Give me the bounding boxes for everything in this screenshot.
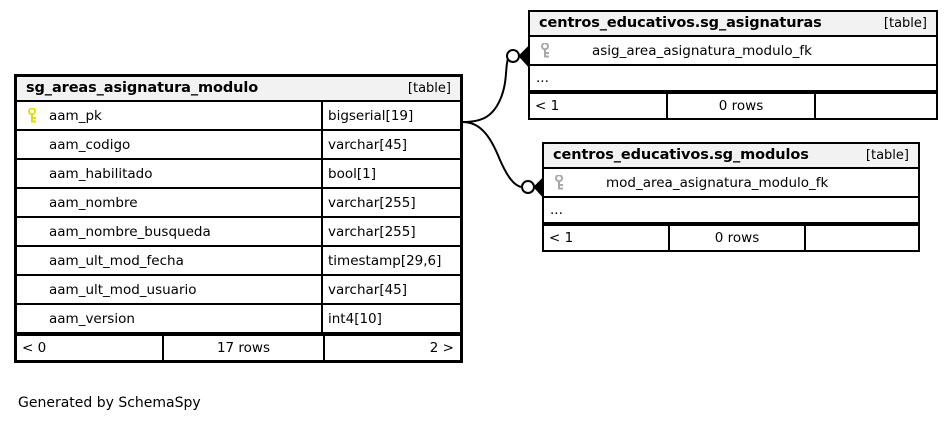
column-type: timestamp[29,6] [321,247,460,274]
column-type: bigserial[19] [321,102,460,129]
table-row[interactable]: aam_nombre varchar[255] [17,189,460,218]
table-sg-areas-asignatura-modulo[interactable]: sg_areas_asignatura_modulo [table] aam_p… [14,74,463,363]
column-name: aam_pk [49,107,102,124]
column-name-cell: aam_nombre [17,189,321,216]
column-name: aam_version [49,310,135,327]
cardinality-zero-marker [521,180,535,194]
table-row[interactable]: aam_ult_mod_usuario varchar[45] [17,276,460,305]
table-row[interactable]: asig_area_asignatura_modulo_fk [530,37,936,66]
table-title: sg_areas_asignatura_modulo [26,80,259,96]
foreign-key-icon [550,174,568,191]
column-name: mod_area_asignatura_modulo_fk [606,174,829,191]
table-type-tag: [table] [407,80,451,96]
column-name-cell: aam_habilitado [17,160,321,187]
table-row[interactable]: aam_pk bigserial[19] [17,102,460,131]
column-type: varchar[45] [321,131,460,158]
column-name: asig_area_asignatura_modulo_fk [592,42,812,59]
table-footer: < 1 0 rows [530,92,936,118]
column-name-cell: aam_ult_mod_fecha [17,247,321,274]
table-type-tag: [table] [883,15,927,31]
column-name-cell: asig_area_asignatura_modulo_fk [530,37,936,64]
table-row[interactable]: aam_codigo varchar[45] [17,131,460,160]
footer-row-count: 0 rows [666,94,816,118]
foreign-key-icon [536,42,554,59]
relationship-main-to-asignaturas [462,45,529,123]
column-type: varchar[45] [321,276,460,303]
more-columns-row: ... [530,66,936,92]
table-row[interactable]: aam_habilitado bool[1] [17,160,460,189]
footer-row-count: 0 rows [668,226,806,250]
table-header: centros_educativos.sg_asignaturas [table… [530,12,936,37]
column-name: aam_habilitado [49,165,153,182]
footer-row-count: 17 rows [162,336,325,360]
column-type: varchar[255] [321,189,460,216]
generated-by-caption: Generated by SchemaSpy [18,395,201,411]
footer-prev-link[interactable]: < 1 [549,230,574,246]
column-type: int4[10] [321,305,460,332]
footer-next-link[interactable]: 2 > [429,340,454,356]
table-row[interactable]: aam_ult_mod_fecha timestamp[29,6] [17,247,460,276]
cardinality-zero-marker [506,49,520,63]
cardinality-many-arrow [518,45,529,68]
primary-key-icon [23,107,41,124]
more-columns-row: ... [544,198,918,224]
column-name: aam_codigo [49,136,131,153]
table-title: centros_educativos.sg_modulos [553,147,809,163]
table-header: sg_areas_asignatura_modulo [table] [17,77,460,102]
table-centros-educativos-sg-modulos[interactable]: centros_educativos.sg_modulos [table] mo… [542,142,920,252]
column-name-cell: aam_nombre_busqueda [17,218,321,245]
column-type: bool[1] [321,160,460,187]
table-row[interactable]: aam_nombre_busqueda varchar[255] [17,218,460,247]
ellipsis-label: ... [550,202,563,218]
table-footer: < 1 0 rows [544,224,918,250]
table-title: centros_educativos.sg_asignaturas [539,15,822,31]
footer-next-link[interactable] [816,94,936,118]
ellipsis-label: ... [536,70,549,86]
column-name-cell: aam_pk [17,102,321,129]
footer-prev-link[interactable]: < 1 [535,98,560,114]
column-name-cell: aam_ult_mod_usuario [17,276,321,303]
column-name-cell: aam_version [17,305,321,332]
table-footer: < 0 17 rows 2 > [17,334,460,360]
table-row[interactable]: mod_area_asignatura_modulo_fk [544,169,918,198]
column-type: varchar[255] [321,218,460,245]
footer-next-link[interactable] [806,226,918,250]
column-name: aam_ult_mod_usuario [49,281,197,298]
column-name-cell: mod_area_asignatura_modulo_fk [544,169,918,196]
table-type-tag: [table] [865,147,909,163]
relationship-main-to-modulos [462,121,544,199]
footer-prev-link[interactable]: < 0 [22,340,47,356]
column-name: aam_nombre_busqueda [49,223,211,240]
table-row[interactable]: aam_version int4[10] [17,305,460,334]
table-header: centros_educativos.sg_modulos [table] [544,144,918,169]
table-centros-educativos-sg-asignaturas[interactable]: centros_educativos.sg_asignaturas [table… [528,10,938,120]
column-name: aam_nombre [49,194,138,211]
column-name-cell: aam_codigo [17,131,321,158]
column-name: aam_ult_mod_fecha [49,252,184,269]
